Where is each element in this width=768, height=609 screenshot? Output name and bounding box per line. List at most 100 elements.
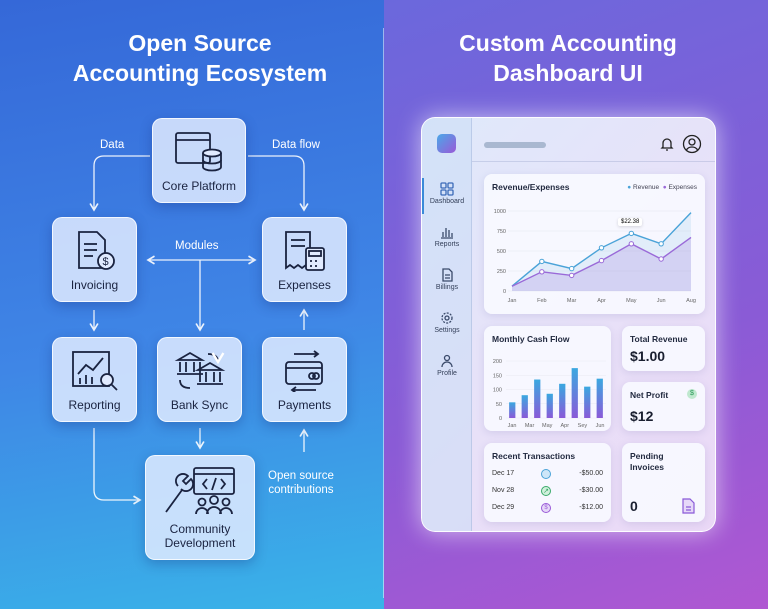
nav-label: Settings [434, 327, 460, 334]
pending-invoices-value: 0 [630, 498, 638, 514]
contrib-line2: contributions [268, 484, 334, 496]
data-point [628, 230, 635, 237]
node-expenses[interactable]: Expenses [262, 217, 347, 302]
label-data-flow: Data flow [272, 139, 320, 151]
net-profit-card: Net Profit $ $12 [622, 382, 705, 431]
node-community-development[interactable]: Community Development [145, 455, 255, 560]
total-revenue-card: Total Revenue $1.00 [622, 326, 705, 371]
data-point [568, 265, 575, 272]
y-tick-label: 150 [493, 373, 502, 379]
y-tick-label: 0 [499, 416, 502, 422]
x-tick-label: Feb [537, 298, 546, 304]
y-tick-label: 750 [497, 229, 506, 235]
right-title-line2: Dashboard UI [493, 60, 643, 86]
nav-billings[interactable]: Billings [422, 268, 472, 291]
nav-dashboard[interactable]: Dashboard [422, 182, 472, 205]
transaction-amount: -$50.00 [579, 470, 603, 477]
transaction-date: Dec 29 [492, 504, 515, 511]
node-label-line2: Development [164, 536, 236, 550]
x-tick-label: Jan [508, 423, 517, 429]
card-title: Net Profit [630, 390, 669, 400]
card-title: Recent Transactions [492, 451, 576, 461]
nav-label: Dashboard [429, 198, 465, 205]
divider [383, 28, 384, 598]
y-tick-label: 200 [493, 359, 502, 365]
legend-expenses: Expenses [668, 184, 697, 191]
y-tick-label: 0 [503, 289, 506, 295]
document-icon [442, 268, 453, 282]
data-point [628, 241, 635, 247]
report-chart-icon [71, 351, 118, 391]
transaction-amount: -$12.00 [579, 504, 603, 511]
receipt-calculator-icon [284, 231, 325, 271]
node-payments[interactable]: Payments [262, 337, 347, 422]
x-tick-label: May [542, 423, 553, 429]
invoice-icon: $ [77, 231, 115, 270]
bell-icon[interactable] [660, 136, 674, 152]
bar [521, 395, 528, 418]
profit-icon: $ [687, 389, 697, 399]
node-label: Bank Sync [170, 398, 229, 412]
bar [596, 378, 603, 418]
active-indicator [422, 178, 424, 214]
label-modules: Modules [175, 240, 219, 252]
bar [559, 383, 566, 418]
data-point [598, 257, 605, 264]
community-code-icon [165, 467, 235, 515]
node-label: Invoicing [70, 278, 119, 292]
grid-icon [440, 182, 454, 196]
x-tick-label: Apr [561, 423, 570, 429]
nav-label: Billings [435, 284, 459, 291]
transaction-row[interactable]: Dec 17-$50.00 [492, 469, 603, 482]
right-title-line1: Custom Accounting [459, 30, 677, 56]
flow-arrows [89, 203, 309, 505]
y-tick-label: 500 [497, 249, 506, 255]
dashboard-window: Dashboard Reports Billings Settings Prof… [421, 117, 716, 532]
card-title: Total Revenue [630, 334, 688, 344]
data-point [539, 258, 545, 265]
nav-reports[interactable]: Reports [422, 225, 472, 248]
node-invoicing[interactable]: $ Invoicing [52, 217, 137, 302]
profile-avatar-icon[interactable] [682, 134, 702, 154]
nav-profile[interactable]: Profile [422, 354, 472, 377]
y-tick-label: 250 [497, 269, 506, 275]
search-placeholder-bar[interactable] [484, 142, 546, 148]
app-logo [437, 134, 456, 153]
gear-icon [441, 312, 453, 324]
sidebar: Dashboard Reports Billings Settings Prof… [422, 118, 472, 531]
left-title-line2: Accounting Ecosystem [72, 60, 328, 86]
card-icon [541, 469, 551, 479]
data-point [658, 241, 664, 247]
bar [584, 386, 591, 418]
node-bank-sync[interactable]: Bank Sync [157, 337, 242, 422]
chart-legend: ● Revenue ● Expenses [627, 184, 697, 191]
left-title-line1: Open Source [128, 30, 272, 56]
bar [509, 402, 516, 418]
bank-sync-icon [174, 351, 225, 389]
x-tick-label: Jan [508, 298, 517, 304]
node-label-line1: Community [169, 522, 231, 536]
user-icon [441, 354, 453, 368]
card-title: Monthly Cash Flow [492, 334, 570, 344]
node-label: Reporting [68, 398, 121, 412]
data-point [658, 256, 664, 262]
nav-settings[interactable]: Settings [422, 311, 472, 334]
x-tick-label: Jun [596, 423, 605, 429]
pending-line1: Pending [630, 451, 664, 461]
transaction-row[interactable]: Dec 29$-$12.00 [492, 503, 603, 516]
y-tick-label: 100 [493, 388, 502, 394]
node-label: Payments [277, 398, 332, 412]
node-reporting[interactable]: Reporting [52, 337, 137, 422]
header-divider [472, 161, 715, 162]
node-core-platform[interactable]: Core Platform [152, 118, 246, 203]
data-point [598, 245, 605, 251]
transaction-row[interactable]: Nov 28↗-$30.00 [492, 486, 603, 499]
label-data: Data [100, 139, 125, 151]
invoice-icon [682, 498, 695, 514]
